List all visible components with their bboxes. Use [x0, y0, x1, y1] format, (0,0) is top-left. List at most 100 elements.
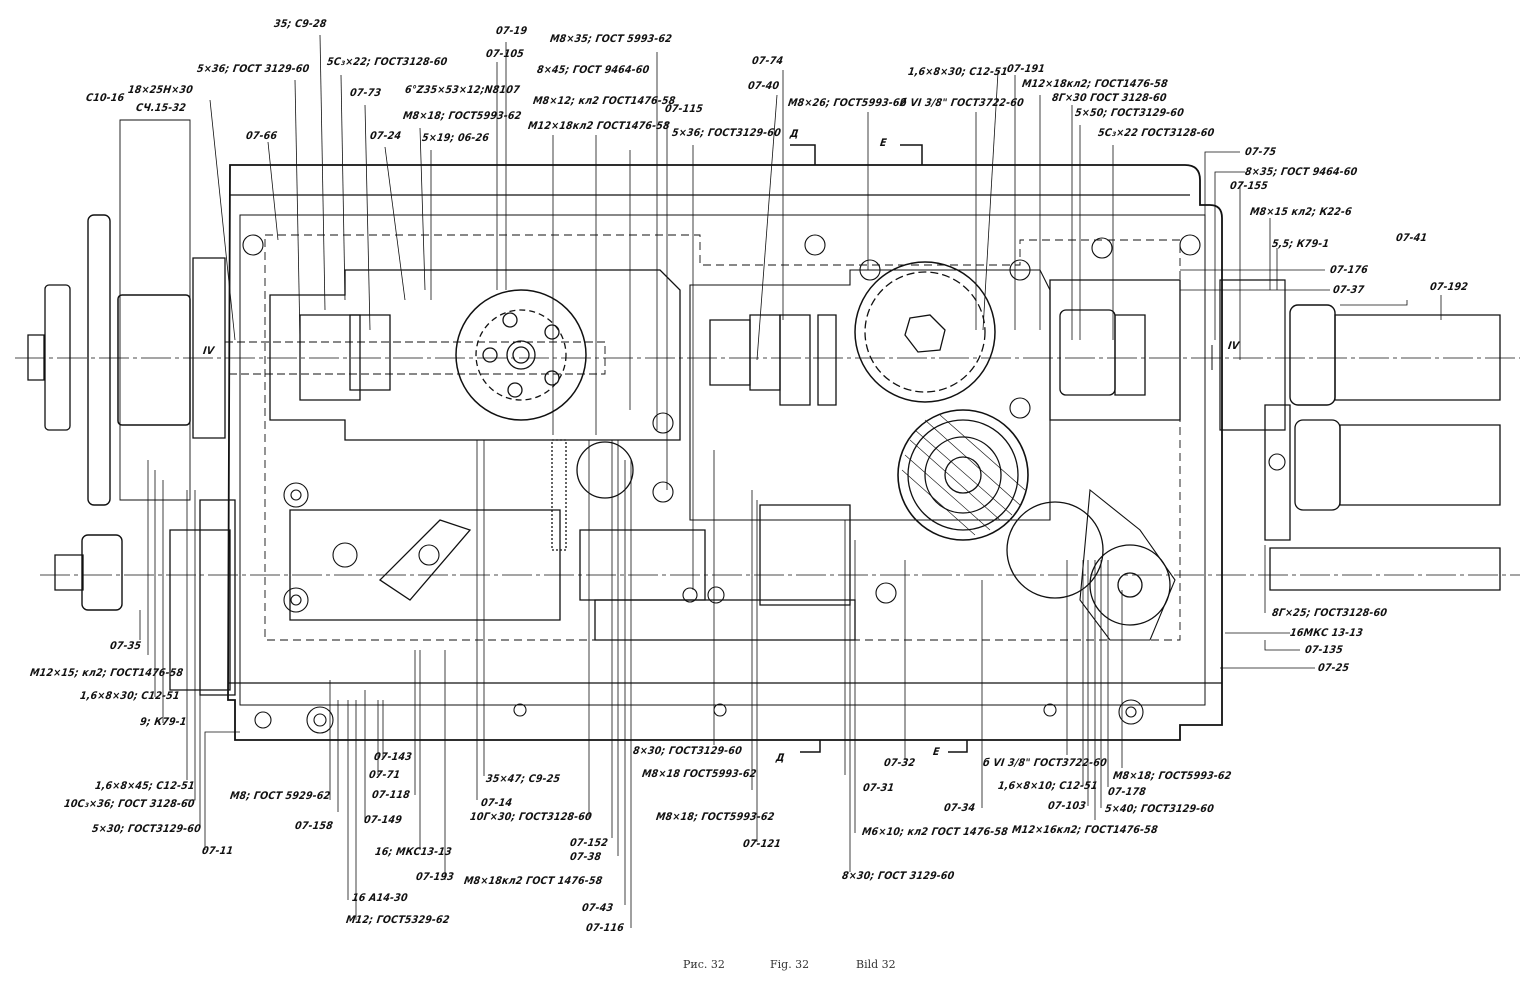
callout-label: 8Г×30 ГОСТ 3128-60: [1051, 92, 1168, 104]
shaft-nut: [28, 335, 44, 380]
callout-label: 16 А14-30: [351, 892, 409, 904]
callout-label: 5×19; 06-26: [421, 132, 490, 144]
callout-label: 07-152: [569, 837, 609, 849]
callout-label: 5С₃×22 ГОСТ3128-60: [1097, 127, 1216, 139]
callout-label: 07-74: [751, 55, 785, 67]
callout-label: 07-103: [1047, 800, 1087, 812]
callout-label: 8×30; ГОСТ3129-60: [632, 745, 743, 757]
right-lever: [1080, 490, 1175, 640]
callout-label: 07-116: [585, 922, 625, 934]
eccentric: [577, 442, 633, 498]
caption-ru: Рис. 32: [683, 958, 725, 971]
cut-mark-e-top: Е: [879, 137, 888, 149]
callout-label: 5×50; ГОСТ3129-60: [1074, 107, 1185, 119]
callout-label: 07-178: [1107, 786, 1147, 798]
callout-label: 10Г×30; ГОСТ3128-60: [469, 811, 593, 823]
callout-label: М8×12; кл2 ГОСТ1476-58: [532, 95, 677, 107]
callout-label: 07-158: [294, 820, 334, 832]
callout-label: М8×15 кл2; К22-6: [1249, 206, 1353, 218]
cut-mark-e-bottom: Е: [932, 746, 941, 758]
callout-label: 07-40: [747, 80, 781, 92]
upper-gear: [855, 262, 995, 402]
callout-label: 07-25: [1317, 662, 1351, 674]
left-shaft: [225, 342, 605, 374]
callout-label: 5×30; ГОСТ3129-60: [91, 823, 202, 835]
callout-label: 5×36; ГОСТ 3129-60: [196, 63, 311, 75]
callout-label: СЧ.15-32: [135, 102, 187, 114]
right-collar: [1290, 305, 1335, 405]
cut-mark-d-top: Д: [789, 128, 800, 140]
hex-nut: [82, 535, 122, 610]
hidden-outline: [265, 235, 1180, 640]
callout-label: б VI 3/8" ГОСТ3722-60: [899, 97, 1025, 109]
callout-label: 16МКС 13-13: [1289, 627, 1364, 639]
right-cam-2: [1115, 315, 1145, 395]
callout-label: 07-41: [1395, 232, 1429, 244]
caption-en: Fig. 32: [770, 958, 810, 971]
callout-label: 07-192: [1429, 281, 1469, 293]
handwheel-hub: [45, 285, 70, 430]
callout-label: 07-75: [1244, 146, 1278, 158]
callout-label: 1,6×8×30; С12-51: [79, 690, 181, 702]
callout-label: С10-16: [85, 92, 126, 104]
callout-label: 10С₃×36; ГОСТ 3128-60: [63, 798, 196, 810]
callout-label: 07-176: [1329, 264, 1369, 276]
callout-label: 07-149: [363, 814, 403, 826]
mid-cam-4: [818, 315, 836, 405]
cam-wheel-left: [456, 290, 586, 420]
callout-label: 07-43: [581, 902, 615, 914]
bolts: [243, 235, 1285, 733]
right-bottom-shaft: [1270, 548, 1500, 590]
callout-label: 1,6×8×30; С12-51: [907, 66, 1009, 78]
right-flange: [1220, 280, 1285, 430]
section-mark-iv-left: IV: [202, 345, 216, 357]
mid-cover: [690, 270, 1050, 520]
housing-outline: [228, 165, 1222, 740]
callout-label: М8×35; ГОСТ 5993-62: [549, 33, 673, 45]
cam-left: [300, 315, 360, 400]
callout-label: М12×15; кл2; ГОСТ1476-58: [29, 667, 185, 679]
stud: [55, 555, 83, 590]
callout-label: 07-191: [1006, 63, 1046, 75]
callout-label: 07-14: [480, 797, 514, 809]
right-lower-collar: [1295, 420, 1340, 510]
hatched-gear: [898, 410, 1028, 540]
mid-cam-1: [710, 320, 750, 385]
callout-label: 35; С9-28: [273, 18, 328, 30]
callout-label: 07-71: [368, 769, 402, 781]
callout-label: М8×18 ГОСТ5993-62: [641, 768, 758, 780]
callout-label: 07-66: [245, 130, 279, 142]
callout-label: 8×30; ГОСТ 3129-60: [841, 870, 956, 882]
callout-label: 6°Z35×53×12;N8107: [404, 84, 521, 96]
slide-arm: [380, 520, 470, 600]
callout-label: 5×36; ГОСТ3129-60: [671, 127, 782, 139]
callout-label: 07-32: [883, 757, 917, 769]
lower-lever: [290, 510, 560, 620]
callout-label: 07-115: [664, 103, 704, 115]
callout-label: М8; ГОСТ 5929-62: [229, 790, 332, 802]
callout-label: 07-105: [485, 48, 525, 60]
callout-label: М8×26; ГОСТ5993-62: [787, 97, 908, 109]
callout-label: б VI 3/8" ГОСТ3722-60: [982, 757, 1108, 769]
lower-bar: [595, 600, 855, 640]
callout-label: 07-35: [109, 640, 143, 652]
callout-label: 07-31: [862, 782, 896, 794]
right-shaft-ext: [1335, 315, 1500, 400]
callout-label: 07-37: [1332, 284, 1366, 296]
caption-de: Bild 32: [856, 958, 896, 971]
callout-label: 07-193: [415, 871, 455, 883]
callout-label: М12; ГОСТ5329-62: [345, 914, 451, 926]
callout-label: М6×10; кл2 ГОСТ 1476-58: [861, 826, 1009, 838]
callout-label: 07-34: [943, 802, 977, 814]
cut-arrow-d-top: [790, 145, 815, 165]
callout-label: 07-143: [373, 751, 413, 763]
callout-label: 1,6×8×45; С12-51: [94, 780, 196, 792]
callout-label: 07-135: [1304, 644, 1344, 656]
inner-plate: [240, 215, 1205, 705]
callout-label: 07-155: [1229, 180, 1269, 192]
callout-label: 07-11: [201, 845, 235, 857]
mid-cam-2: [750, 315, 780, 390]
callout-label: М8×18; ГОСТ5993-62: [402, 110, 523, 122]
idler-gear: [1007, 502, 1103, 598]
